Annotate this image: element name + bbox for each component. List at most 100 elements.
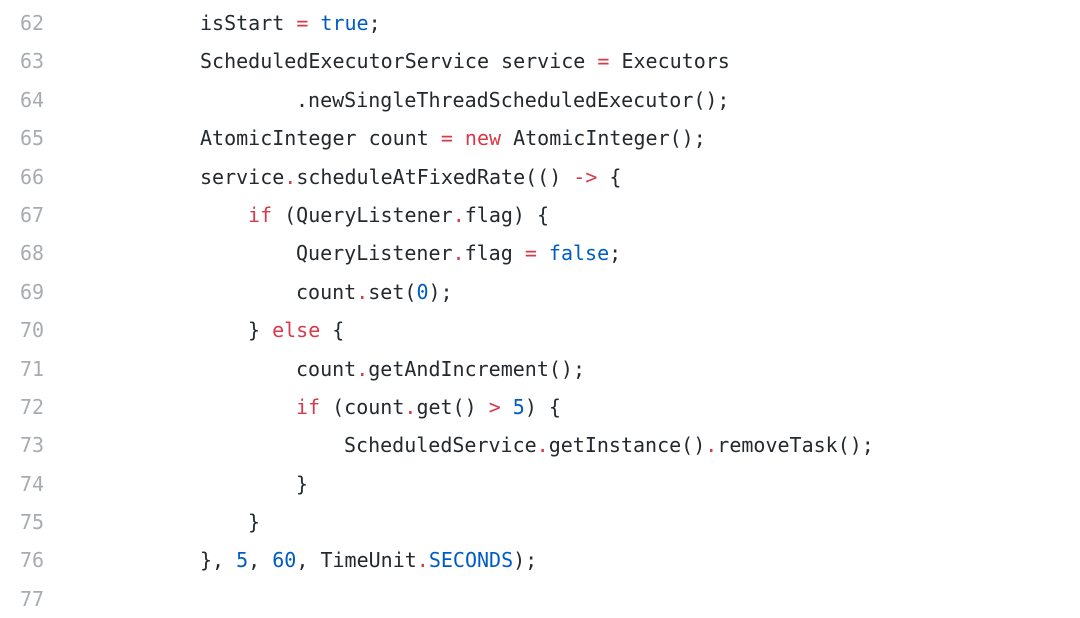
code-token-plain: , TimeUnit bbox=[296, 548, 417, 573]
code-text: AtomicInteger count = new AtomicInteger(… bbox=[200, 119, 706, 157]
code-token-op: = bbox=[524, 241, 537, 266]
code-text: count.set(0); bbox=[200, 273, 453, 311]
code-token-dot: . bbox=[452, 241, 465, 266]
line-number[interactable]: 76 bbox=[20, 548, 45, 573]
code-token-plain bbox=[501, 395, 513, 419]
code-token-plain: (QueryListener bbox=[272, 202, 453, 227]
code-token-num: 60 bbox=[272, 548, 297, 573]
code-token-plain: scheduleAtFixedRate(() bbox=[296, 164, 574, 189]
line-number[interactable]: 75 bbox=[20, 510, 45, 535]
code-line: 77 bbox=[0, 580, 1080, 618]
code-token-plain: { bbox=[320, 318, 345, 343]
code-token-op: > bbox=[488, 394, 501, 419]
code-text: QueryListener.flag = false; bbox=[200, 234, 621, 272]
code-token-plain: , bbox=[248, 548, 273, 573]
code-token-plain: ScheduledExecutorService service bbox=[200, 49, 598, 74]
code-token-plain: service bbox=[200, 164, 285, 189]
code-token-plain: ); bbox=[513, 548, 538, 573]
line-number[interactable]: 71 bbox=[20, 356, 45, 381]
code-token-plain: AtomicInteger count bbox=[200, 126, 441, 151]
code-line: 64 .newSingleThreadScheduledExecutor(); bbox=[0, 81, 1080, 119]
code-token-num: 5 bbox=[236, 548, 249, 573]
code-token-dot: . bbox=[284, 164, 297, 189]
line-number[interactable]: 77 bbox=[20, 586, 45, 611]
code-line: 72 if (count.get() > 5) { bbox=[0, 388, 1080, 426]
code-line: 65 AtomicInteger count = new AtomicIntege… bbox=[0, 119, 1080, 157]
code-line: 76 }, 5, 60, TimeUnit.SECONDS); bbox=[0, 541, 1080, 579]
code-token-lit: false bbox=[548, 241, 610, 266]
code-token-plain: } bbox=[296, 471, 309, 496]
line-number[interactable]: 63 bbox=[20, 49, 45, 74]
code-line: 73 ScheduledService.getInstance().removeT… bbox=[0, 426, 1080, 464]
line-number[interactable]: 72 bbox=[20, 394, 45, 419]
code-token-plain: ; bbox=[609, 241, 622, 266]
code-token-plain bbox=[537, 241, 549, 265]
code-token-op: = bbox=[597, 49, 610, 74]
code-line: 67 if (QueryListener.flag) { bbox=[0, 196, 1080, 234]
code-token-dot: . bbox=[356, 279, 369, 304]
code-line: 71 count.getAndIncrement(); bbox=[0, 350, 1080, 388]
line-number[interactable]: 65 bbox=[20, 126, 45, 151]
code-token-plain: } bbox=[248, 318, 273, 343]
code-token-plain: ; bbox=[368, 11, 381, 35]
code-token-op: -> bbox=[573, 164, 598, 189]
line-number[interactable]: 64 bbox=[20, 87, 45, 112]
code-line: 75} bbox=[0, 503, 1080, 541]
code-line: 68 QueryListener.flag = false; bbox=[0, 234, 1080, 272]
code-token-plain: } bbox=[248, 510, 261, 535]
code-text: } else { bbox=[200, 311, 344, 349]
line-number[interactable]: 66 bbox=[20, 164, 45, 189]
code-lines: 62 isStart = true; 63 ScheduledExecutorServ… bbox=[0, 4, 1080, 618]
code-text: .newSingleThreadScheduledExecutor(); bbox=[200, 81, 729, 119]
code-token-plain: set( bbox=[368, 279, 417, 304]
line-number[interactable]: 69 bbox=[20, 279, 45, 304]
code-token-plain: .newSingleThreadScheduledExecutor(); bbox=[296, 87, 730, 112]
code-line: 69 count.set(0); bbox=[0, 273, 1080, 311]
code-token-plain: Executors bbox=[609, 49, 730, 74]
code-token-plain bbox=[308, 11, 320, 35]
code-token-plain: isStart bbox=[200, 11, 297, 35]
code-token-plain: AtomicInteger(); bbox=[501, 126, 706, 151]
code-line: 74} bbox=[0, 465, 1080, 503]
line-number[interactable]: 62 bbox=[20, 11, 45, 35]
code-token-op: = bbox=[296, 11, 309, 35]
code-line: 70} else { bbox=[0, 311, 1080, 349]
code-text: ScheduledService.getInstance().removeTas… bbox=[200, 426, 874, 464]
code-token-dot: . bbox=[452, 202, 465, 227]
line-number[interactable]: 74 bbox=[20, 471, 45, 496]
code-token-plain: flag bbox=[464, 241, 525, 266]
code-token-dot: . bbox=[536, 433, 549, 458]
code-text: } bbox=[200, 503, 260, 541]
code-token-plain: }, bbox=[200, 548, 237, 573]
code-token-plain: { bbox=[597, 164, 622, 189]
code-text: if (QueryListener.flag) { bbox=[200, 196, 549, 234]
code-text: ScheduledExecutorService service = Execu… bbox=[200, 42, 730, 80]
code-token-plain: ScheduledService bbox=[344, 433, 537, 458]
code-token-plain: QueryListener bbox=[296, 241, 453, 266]
code-text: service.scheduleAtFixedRate(() -> { bbox=[200, 158, 621, 196]
code-token-num: 5 bbox=[512, 394, 525, 419]
code-text: if (count.get() > 5) { bbox=[200, 388, 561, 426]
code-token-dot: . bbox=[404, 394, 417, 419]
code-token-plain: flag) { bbox=[464, 202, 550, 227]
code-token-kw: if bbox=[296, 394, 321, 419]
code-token-plain: count bbox=[296, 356, 357, 381]
code-token-plain: ) { bbox=[524, 394, 561, 419]
line-number[interactable]: 68 bbox=[20, 241, 45, 266]
line-number[interactable]: 67 bbox=[20, 202, 45, 227]
code-token-lit: true bbox=[320, 11, 369, 35]
code-token-kw: else bbox=[272, 318, 321, 343]
code-token-num: 0 bbox=[416, 279, 429, 304]
line-number[interactable]: 70 bbox=[20, 318, 45, 343]
line-number[interactable]: 73 bbox=[20, 433, 45, 458]
code-token-dot: . bbox=[705, 433, 718, 458]
code-text: count.getAndIncrement(); bbox=[200, 350, 585, 388]
code-token-plain: ); bbox=[428, 279, 453, 304]
code-token-plain: (count bbox=[320, 394, 405, 419]
code-token-plain: getAndIncrement(); bbox=[368, 356, 586, 381]
code-text: isStart = true; bbox=[200, 4, 381, 42]
code-line: 62 isStart = true; bbox=[0, 4, 1080, 42]
code-token-plain: removeTask(); bbox=[717, 433, 874, 458]
code-text: }, 5, 60, TimeUnit.SECONDS); bbox=[200, 541, 537, 579]
